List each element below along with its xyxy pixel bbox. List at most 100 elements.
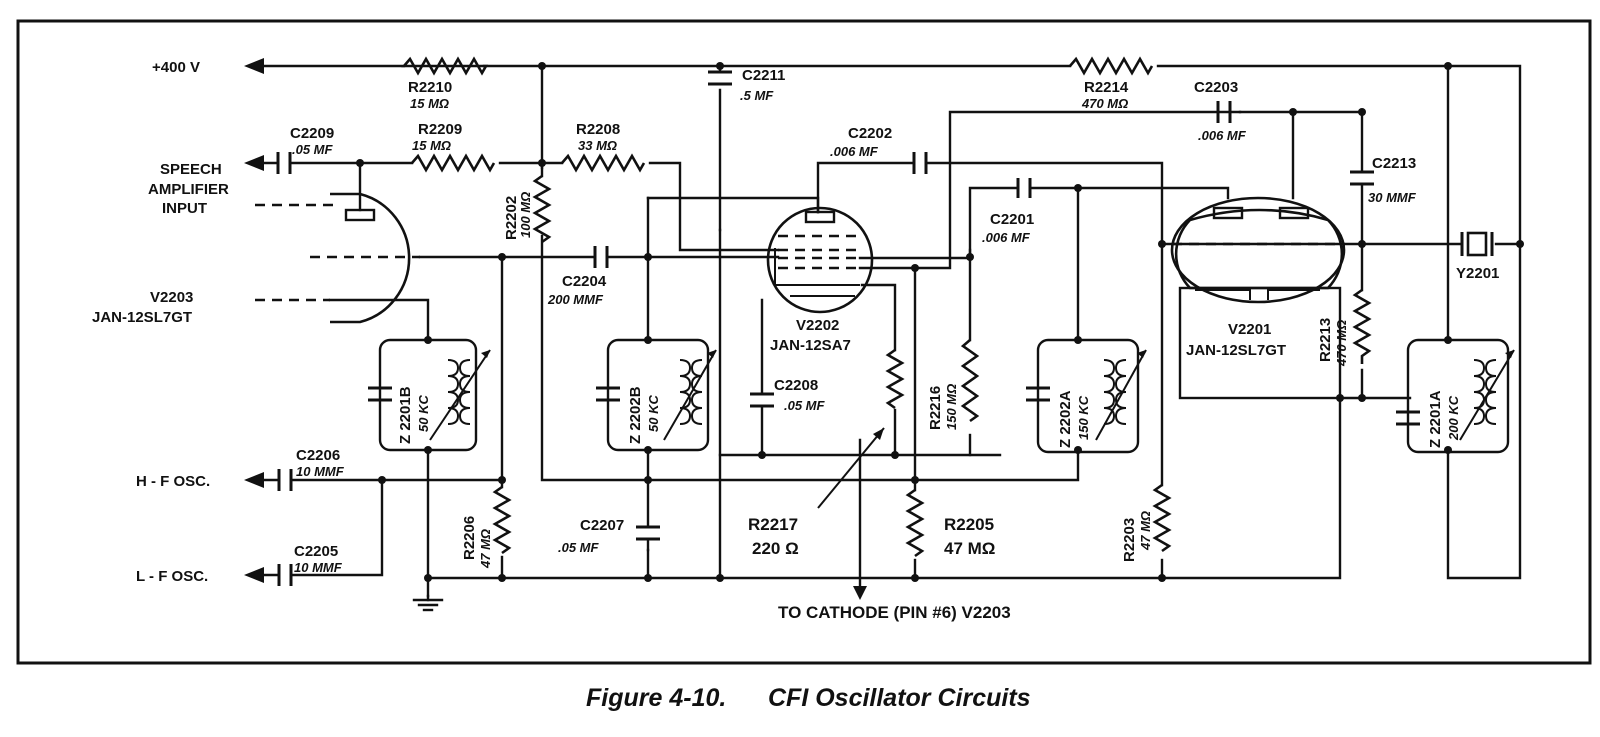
figure-caption-number: Figure 4-10. <box>586 684 726 712</box>
label-r2208-val: 100 MΩ <box>518 192 533 238</box>
label-cathode-note: TO CATHODE (PIN #6) V2203 <box>778 603 1011 622</box>
resistor-r2203 <box>1152 483 1172 553</box>
transformer-z2202a <box>1026 338 1147 454</box>
label-speech-1: SPEECH <box>160 161 222 178</box>
label-r2203-val: 47 MΩ <box>1138 511 1153 551</box>
label-r2216-ref: R2213 <box>1317 318 1334 362</box>
transformer-z2202b <box>596 338 717 452</box>
tube-v2201 <box>1170 196 1346 400</box>
label-r2202-val: 470 MΩ <box>1081 96 1128 111</box>
label-z2201b-ref: Z 2201B <box>397 386 414 444</box>
capacitor-c2205 <box>277 564 293 586</box>
capacitor-c2208 <box>750 392 774 408</box>
resistor-r2210 <box>401 56 489 76</box>
label-c2202-ref: C2202 <box>848 125 892 142</box>
label-v2201-type: JAN-12SL7GT <box>1186 342 1286 359</box>
label-c2201-val: .006 MF <box>982 230 1031 245</box>
capacitor-c2201 <box>1016 178 1032 198</box>
label-v2203-type: JAN-12SL7GT <box>92 309 192 326</box>
label-z2202a-ref: Z 2202A <box>1057 390 1074 448</box>
label-r2209-val: 33 MΩ <box>578 138 617 153</box>
label-z2201b-val: 50 KC <box>416 395 431 432</box>
label-y2201: Y2201 <box>1456 265 1499 282</box>
capacitors <box>276 70 1374 586</box>
label-c2205-val: 10 MMF <box>294 560 343 575</box>
junction-dots <box>356 62 1524 582</box>
label-r2210-val: 15 MΩ <box>410 96 449 111</box>
capacitor-c2206 <box>277 469 293 491</box>
resistor-r2208 <box>532 174 552 244</box>
label-c2203-ref: C2203 <box>1194 79 1238 96</box>
resistor-r2216 <box>1352 288 1372 364</box>
label-c2202-val: .006 MF <box>830 144 879 159</box>
transformer-z2201b <box>368 338 491 452</box>
resistor-r2206 <box>960 339 980 423</box>
label-c2213-ref: C2213 <box>1372 155 1416 172</box>
label-z2202b-ref: Z 2202B <box>627 386 644 444</box>
label-c2209-ref: C2209 <box>290 125 334 142</box>
figure-frame <box>16 19 1592 665</box>
resistor-r2202 <box>1069 56 1154 76</box>
capacitor-c2202 <box>912 152 928 174</box>
label-z2201a-ref: Z 2201A <box>1427 390 1444 448</box>
ground-symbol <box>412 598 444 612</box>
label-speech-3: INPUT <box>162 200 207 217</box>
tube-v2202 <box>766 206 874 314</box>
resistor-r2205 <box>905 488 925 558</box>
label-c2208-val: .05 MF <box>784 398 826 413</box>
resistor-r2217 <box>885 348 905 410</box>
resistor-r2209 <box>561 153 646 173</box>
label-r2209-ref: R2208 <box>576 121 620 138</box>
label-z2201a-val: 200 KC <box>1446 395 1461 441</box>
label-z2202b-val: 50 KC <box>646 395 661 432</box>
label-r2216-val: 470 MΩ <box>1334 320 1349 367</box>
label-c2201-ref: C2201 <box>990 211 1034 228</box>
label-c2206-val: 10 MMF <box>296 464 345 479</box>
label-c2203-val: .006 MF <box>1198 128 1247 143</box>
label-c2208-ref: C2208 <box>774 377 818 394</box>
label-c2211-ref: C2211 <box>742 67 785 84</box>
crystal-y2201 <box>1460 231 1494 257</box>
arrow-hf <box>244 472 264 488</box>
terminal-arrows <box>244 58 885 600</box>
figure-caption-title: CFI Oscillator Circuits <box>768 684 1031 712</box>
capacitor-c2213 <box>1350 170 1374 186</box>
label-r2214-ref: R2209 <box>418 121 462 138</box>
label-v2203-ref: V2203 <box>150 289 193 306</box>
label-r2210-ref: R2210 <box>408 79 452 96</box>
label-c2211-val: .5 MF <box>740 88 774 103</box>
label-r2202-ref: R2214 <box>1084 79 1129 96</box>
arrow-lf <box>244 567 264 583</box>
capacitor-c2207 <box>636 525 660 552</box>
label-r2213-val: 47 MΩ <box>478 529 493 569</box>
label-r2205-ref: R2205 <box>944 515 994 534</box>
label-r2213-ref: R2206 <box>461 516 478 560</box>
arrow-supply <box>244 58 264 74</box>
capacitor-c2209 <box>276 152 292 174</box>
wiring <box>260 64 1522 602</box>
label-lf-osc: L - F OSC. <box>136 568 208 585</box>
label-c2206-ref: C2206 <box>296 447 340 464</box>
labels: +400 V SPEECH AMPLIFIER INPUT H - F OSC.… <box>92 59 1499 622</box>
label-v2202-type: JAN-12SA7 <box>770 337 851 354</box>
label-r2206-val: 150 MΩ <box>944 384 959 430</box>
label-c2209-val: .05 MF <box>292 142 334 157</box>
label-v2201-ref: V2201 <box>1228 321 1271 338</box>
label-r2217-val: 220 Ω <box>752 539 799 558</box>
arrow-cathode <box>853 586 867 600</box>
label-v2202-ref: V2202 <box>796 317 839 334</box>
label-supply: +400 V <box>152 59 200 76</box>
label-c2204-ref: C2204 <box>562 273 607 290</box>
resistor-r2214 <box>411 153 496 173</box>
label-c2207-ref: C2207 <box>580 517 624 534</box>
tube-v2203 <box>255 192 420 324</box>
label-r2217-ref: R2217 <box>748 515 798 534</box>
label-speech-2: AMPLIFIER <box>148 181 229 198</box>
capacitor-c2204 <box>593 246 609 268</box>
label-r2203-ref: R2203 <box>1121 518 1138 562</box>
label-c2204-val: 200 MMF <box>547 292 604 307</box>
resistors <box>401 56 1372 558</box>
label-c2207-val: .05 MF <box>558 540 600 555</box>
arrow-speech <box>244 155 264 171</box>
label-r2208-ref: R2202 <box>503 196 520 240</box>
